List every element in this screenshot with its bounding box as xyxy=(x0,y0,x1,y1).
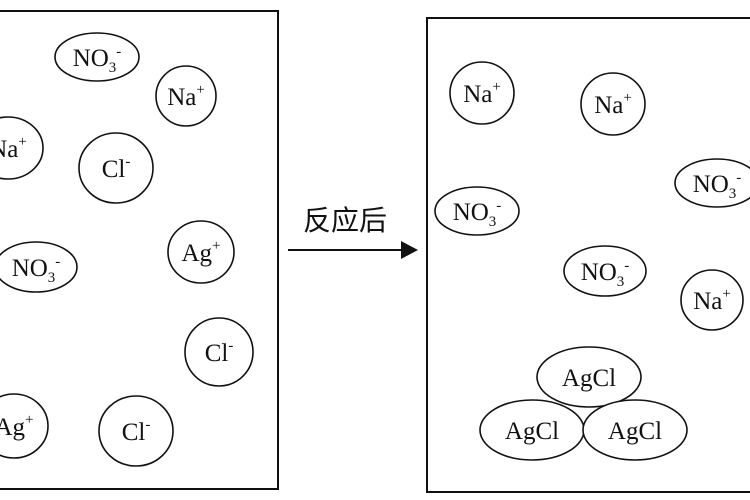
particle-outline xyxy=(674,158,750,208)
particle-charge: + xyxy=(196,82,204,98)
particle-charge: - xyxy=(496,198,501,214)
before-particle-no3-minus: NO3- xyxy=(0,241,78,293)
particle-charge: + xyxy=(25,412,33,428)
after-particle-no3-minus: NO3- xyxy=(434,186,520,236)
particle-base: Na xyxy=(463,81,492,108)
particle-outline xyxy=(582,399,688,461)
particle-base: Cl xyxy=(122,419,146,446)
particle-base: NO xyxy=(581,259,617,286)
particle-outline xyxy=(167,220,235,284)
particle-charge: - xyxy=(145,417,150,433)
reaction-arrow xyxy=(288,241,418,259)
particle-outline xyxy=(580,72,646,136)
before-particle-ag-plus: Ag+ xyxy=(0,393,49,459)
particle-base: NO xyxy=(12,255,48,282)
particle-base: Na xyxy=(0,136,18,163)
particle-charge: + xyxy=(212,238,220,254)
particle-label: Cl- xyxy=(205,338,234,367)
particle-outline xyxy=(155,65,217,127)
particle-label: NO3- xyxy=(453,198,502,230)
particle-outline xyxy=(449,61,515,125)
after-particle-no3-minus: NO3- xyxy=(674,158,750,208)
particle-label: NO3- xyxy=(693,170,742,202)
particle-outline xyxy=(563,245,647,297)
particle-base: NO xyxy=(693,171,729,198)
after-particle-agcl: AgCl xyxy=(479,399,585,461)
particle-label: AgCl xyxy=(562,365,616,392)
before-particles: NO3-Na+Na+Cl-NO3-Ag+Cl-Ag+Cl- xyxy=(0,32,254,467)
particle-outline xyxy=(0,241,78,293)
particle-subscript: 3 xyxy=(109,60,117,76)
after-particle-no3-minus: NO3- xyxy=(563,245,647,297)
particle-base: Cl xyxy=(102,156,126,183)
particle-charge: - xyxy=(125,154,130,170)
particle-label: Cl- xyxy=(102,154,131,183)
before-particle-cl-minus: Cl- xyxy=(78,132,154,204)
particle-base: Na xyxy=(693,288,722,315)
after-particle-na-plus: Na+ xyxy=(680,269,744,331)
after-particle-agcl: AgCl xyxy=(582,399,688,461)
after-particle-na-plus: Na+ xyxy=(580,72,646,136)
before-particle-na-plus: Na+ xyxy=(0,116,44,180)
particle-base: NO xyxy=(453,199,489,226)
particle-charge: - xyxy=(55,254,60,270)
particle-base: AgCl xyxy=(562,365,616,392)
particle-base: AgCl xyxy=(505,418,559,445)
particle-label: Na+ xyxy=(167,82,205,111)
particle-subscript: 3 xyxy=(489,214,497,230)
particle-label: Na+ xyxy=(693,286,731,315)
particle-base: Ag xyxy=(0,414,26,441)
after-particle-na-plus: Na+ xyxy=(449,61,515,125)
arrow-head xyxy=(401,241,418,259)
particle-outline xyxy=(680,269,744,331)
particle-outline xyxy=(0,116,44,180)
particle-base: Ag xyxy=(181,240,212,267)
before-particle-cl-minus: Cl- xyxy=(184,317,254,387)
after-particle-agcl: AgCl xyxy=(536,346,642,408)
particle-charge: + xyxy=(18,134,26,150)
particle-label: Na+ xyxy=(463,79,501,108)
particle-label: Cl- xyxy=(122,417,151,446)
particle-label: NO3- xyxy=(73,44,122,76)
particle-base: AgCl xyxy=(608,418,662,445)
particle-outline xyxy=(0,393,49,459)
before-particle-cl-minus: Cl- xyxy=(98,395,174,467)
before-particle-ag-plus: Ag+ xyxy=(167,220,235,284)
particle-base: Na xyxy=(167,84,196,111)
before-particle-na-plus: Na+ xyxy=(155,65,217,127)
particle-label: Na+ xyxy=(594,90,632,119)
particle-subscript: 3 xyxy=(617,274,625,290)
particle-base: NO xyxy=(73,45,109,72)
particle-base: Cl xyxy=(205,340,229,367)
particle-label: Ag+ xyxy=(0,412,34,441)
particle-charge: + xyxy=(492,79,500,95)
particle-charge: + xyxy=(722,286,730,302)
particle-outline xyxy=(434,186,520,236)
particle-label: AgCl xyxy=(608,418,662,445)
particle-label: Na+ xyxy=(0,134,27,163)
particle-outline xyxy=(78,132,154,204)
particle-charge: - xyxy=(116,44,121,60)
particle-subscript: 3 xyxy=(729,186,737,202)
particle-label: AgCl xyxy=(505,418,559,445)
arrow-label: 反应后 xyxy=(303,204,387,237)
before-particle-no3-minus: NO3- xyxy=(54,32,140,82)
particle-label: NO3- xyxy=(581,258,630,290)
particle-outline xyxy=(184,317,254,387)
particle-charge: + xyxy=(623,90,631,106)
particle-base: Na xyxy=(594,92,623,119)
particle-charge: - xyxy=(228,338,233,354)
particle-outline xyxy=(98,395,174,467)
particle-label: NO3- xyxy=(12,254,61,286)
particle-charge: - xyxy=(624,258,629,274)
particle-charge: - xyxy=(736,170,741,186)
particle-subscript: 3 xyxy=(48,270,56,286)
particle-outline xyxy=(54,32,140,82)
particle-label: Ag+ xyxy=(181,238,220,267)
particle-outline xyxy=(536,346,642,408)
